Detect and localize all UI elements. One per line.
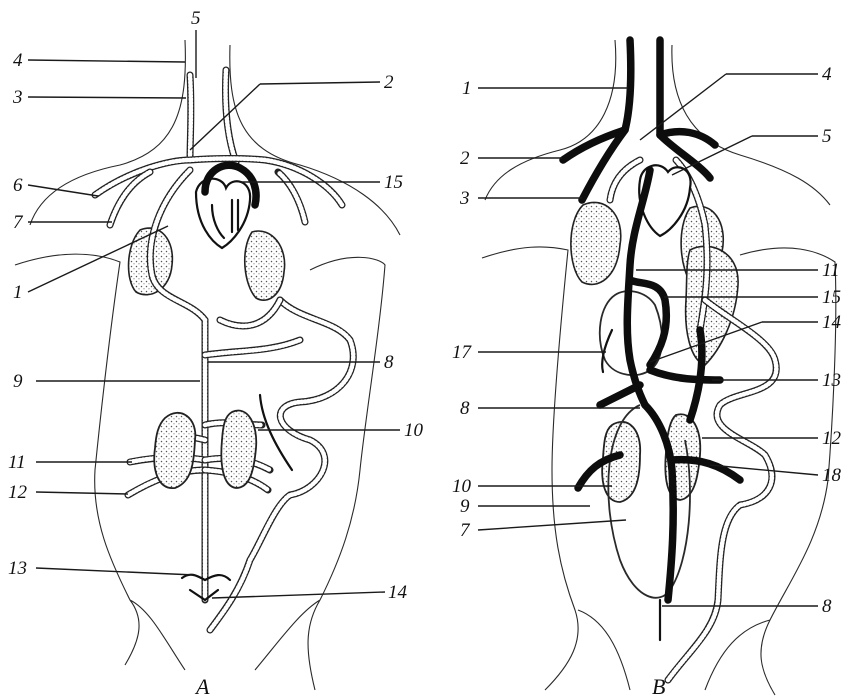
label-a-5: 5 — [191, 8, 201, 29]
label-a-14: 14 — [388, 582, 408, 603]
leaders-a — [28, 30, 400, 598]
panel-a: 5 4 3 2 6 15 7 1 8 9 10 11 12 13 14 A — [8, 8, 424, 699]
label-b-12: 12 — [822, 428, 842, 449]
label-b-8b: 8 — [822, 596, 832, 617]
panel-b: 1 4 2 5 3 11 15 14 17 13 8 12 18 10 9 7 … — [452, 40, 842, 699]
kidney-right-a — [221, 411, 256, 488]
label-a-7: 7 — [13, 212, 24, 233]
kidney-left-a — [154, 413, 195, 488]
label-b-18: 18 — [822, 465, 842, 486]
labels-b: 1 4 2 5 3 11 15 14 17 13 8 12 18 10 9 7 … — [452, 64, 842, 617]
label-a-6: 6 — [13, 175, 23, 196]
label-a-12: 12 — [8, 482, 28, 503]
label-b-1: 1 — [462, 78, 472, 99]
label-b-17: 17 — [452, 342, 473, 363]
veins-a — [95, 70, 353, 630]
label-b-3: 3 — [459, 188, 470, 209]
label-a-4: 4 — [13, 50, 23, 71]
label-b-10: 10 — [452, 476, 472, 497]
label-b-15: 15 — [822, 287, 841, 308]
label-a-10: 10 — [404, 420, 424, 441]
label-b-9: 9 — [460, 496, 470, 517]
label-a-9: 9 — [13, 371, 23, 392]
label-b-14: 14 — [822, 312, 842, 333]
label-b-2: 2 — [460, 148, 470, 169]
label-b-11: 11 — [822, 260, 840, 281]
label-b-5: 5 — [822, 126, 832, 147]
leaders-b — [478, 74, 818, 606]
label-a-11: 11 — [8, 452, 26, 473]
lung-right-a — [245, 231, 285, 300]
label-a-2: 2 — [384, 72, 394, 93]
label-b-13: 13 — [822, 370, 841, 391]
caption-a: A — [194, 674, 210, 699]
label-a-15: 15 — [384, 172, 403, 193]
label-a-1: 1 — [13, 282, 23, 303]
label-a-3: 3 — [12, 87, 23, 108]
caption-b: B — [652, 674, 665, 699]
label-a-8: 8 — [384, 352, 394, 373]
lung-left-b — [571, 202, 621, 284]
label-b-4: 4 — [822, 64, 832, 85]
label-a-13: 13 — [8, 558, 27, 579]
label-b-8: 8 — [460, 398, 470, 419]
label-b-7: 7 — [460, 520, 471, 541]
